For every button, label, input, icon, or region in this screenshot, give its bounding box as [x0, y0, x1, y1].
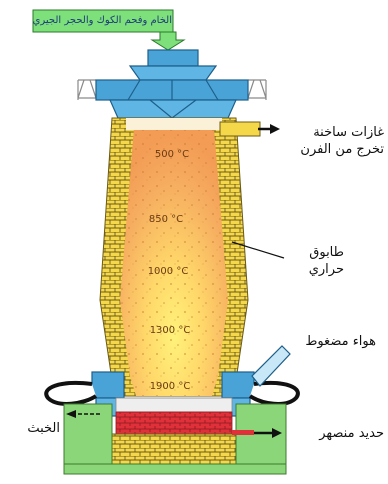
hot-gases-label: غازات ساخنة تخرج من الفرن: [280, 124, 384, 158]
temp-850: 850 °C: [149, 214, 183, 225]
temp-1300: 1300 °C: [150, 325, 191, 336]
input-label: الخام وفحم الكوك والحجر الجيري: [34, 12, 172, 30]
input-arrow: [152, 32, 184, 50]
iron-tap-channel: [232, 430, 254, 435]
molten-iron-pool: [116, 412, 232, 434]
gas-duct: [220, 122, 260, 136]
brick-line1: طابوق: [284, 244, 344, 261]
brick-line2: حراري: [284, 261, 344, 278]
gas-outlet-zone: [126, 118, 222, 130]
charge-texture: [120, 128, 228, 396]
base-floor: [64, 464, 286, 474]
hearth-bricks: [110, 434, 238, 464]
temp-1900: 1900 °C: [150, 381, 191, 392]
hot-gases-line1: غازات ساخنة: [280, 124, 384, 141]
slag-label: الخبث: [4, 420, 60, 437]
hot-gases-line2: تخرج من الفرن: [280, 141, 384, 158]
brick-label: طابوق حراري: [284, 244, 344, 278]
charging-hopper: [96, 50, 248, 118]
temp-1000: 1000 °C: [148, 266, 189, 277]
air-inlet-pipe: [252, 346, 290, 386]
molten-iron-label: حديد منصهر: [284, 425, 384, 442]
compressed-air-label: هواء مضغوط: [276, 333, 376, 350]
base-right: [236, 404, 286, 470]
hot-gas-arrowhead: [270, 124, 280, 134]
slag-layer: [116, 398, 232, 412]
temp-500: 500 °C: [155, 149, 189, 160]
